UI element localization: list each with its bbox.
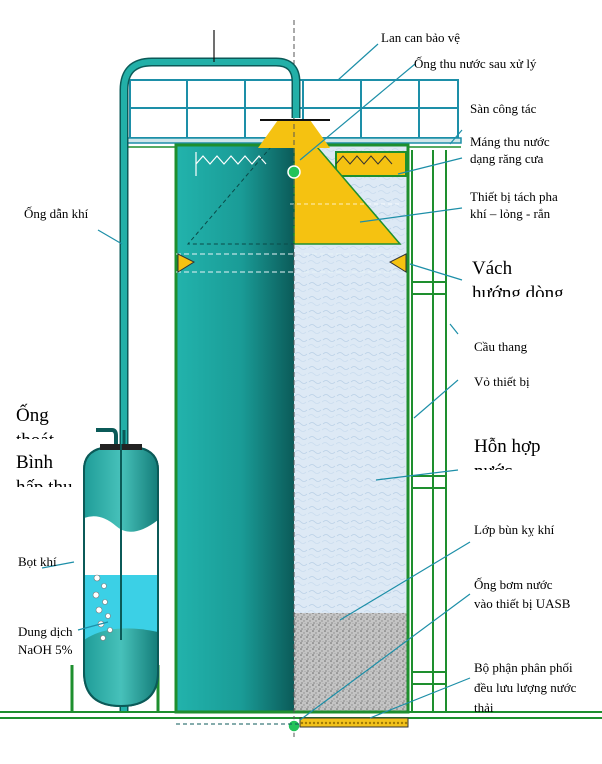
label-bubbles: Bọt khí bbox=[18, 554, 57, 569]
label-baffle-1: Vách bbox=[472, 258, 513, 279]
baffles bbox=[176, 253, 408, 273]
label-ladder: Cầu thang bbox=[474, 339, 528, 354]
label-mixture-2: nước bbox=[474, 461, 512, 470]
label-separator-1: Thiết bị tách pha bbox=[470, 189, 558, 204]
leader-lines bbox=[41, 43, 471, 721]
label-weir-2: dạng răng cưa bbox=[470, 151, 544, 166]
label-distributor-3: thải bbox=[474, 700, 494, 715]
label-baffle-2: hướng dòng bbox=[472, 283, 564, 297]
gas-bubbles bbox=[92, 574, 113, 641]
absorber-tank bbox=[66, 428, 164, 713]
sludge-bed bbox=[294, 613, 408, 712]
label-naoh-2: NaOH 5% bbox=[18, 642, 73, 657]
label-tank-big-1: Bình bbox=[16, 452, 53, 473]
label-pipe-big-2: thoát bbox=[16, 430, 54, 439]
label-naoh-1: Dung dịch bbox=[18, 624, 73, 639]
label-tank-big-2: hấp thụ bbox=[16, 477, 72, 487]
label-railing: Lan can bảo vệ bbox=[381, 30, 461, 45]
label-separator-2: khí – lỏng - rắn bbox=[470, 206, 551, 221]
pipes bbox=[119, 30, 330, 712]
label-shell: Vỏ thiết bị bbox=[474, 374, 530, 389]
label-inlet-1: Ống bơm nước bbox=[474, 577, 553, 592]
label-sludge-bed: Lớp bùn kỵ khí bbox=[474, 522, 555, 537]
label-inlet-2: vào thiết bị UASB bbox=[474, 596, 571, 611]
label-distributor-1: Bộ phận phân phối bbox=[474, 660, 573, 675]
label-treated-water-pipe: Ống thu nước sau xử lý bbox=[414, 56, 537, 71]
inlet-joint-bottom bbox=[287, 719, 301, 733]
label-weir-1: Máng thu nước bbox=[470, 134, 550, 149]
label-distributor-2: đều lưu lượng nước bbox=[474, 680, 577, 695]
label-work-platform: Sàn công tác bbox=[470, 101, 537, 116]
label-mixture-1: Hỗn hợp bbox=[474, 436, 541, 457]
distributor bbox=[176, 717, 409, 728]
ladder bbox=[411, 150, 447, 712]
label-pipe-big-1: Ống bbox=[16, 405, 49, 426]
sawtooth-weir bbox=[195, 151, 407, 177]
outlet-joint-top bbox=[287, 165, 301, 179]
reactor-left-half bbox=[176, 145, 294, 712]
label-gas-pipe: Ống dẫn khí bbox=[24, 206, 89, 221]
